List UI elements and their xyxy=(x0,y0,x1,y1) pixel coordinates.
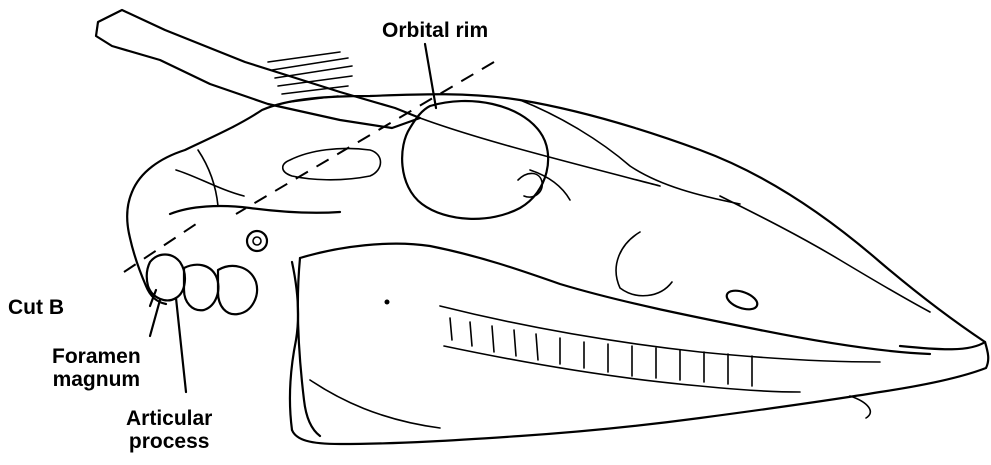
label-cut-b: Cut B xyxy=(8,296,64,319)
label-orbital-rim: Orbital rim xyxy=(382,19,488,42)
label-foramen-line1: Foramen xyxy=(52,345,141,368)
mandible xyxy=(298,244,930,436)
skull-outline xyxy=(127,94,988,444)
label-articular-process: Articular process xyxy=(126,407,212,453)
label-foramen-line2: magnum xyxy=(52,368,141,391)
label-articular-line1: Articular xyxy=(126,407,212,430)
occipital-region xyxy=(147,148,381,314)
label-foramen-magnum: Foramen magnum xyxy=(52,345,141,391)
label-articular-line2: process xyxy=(126,430,212,453)
horn-outline xyxy=(96,10,420,128)
orbit xyxy=(402,101,570,219)
